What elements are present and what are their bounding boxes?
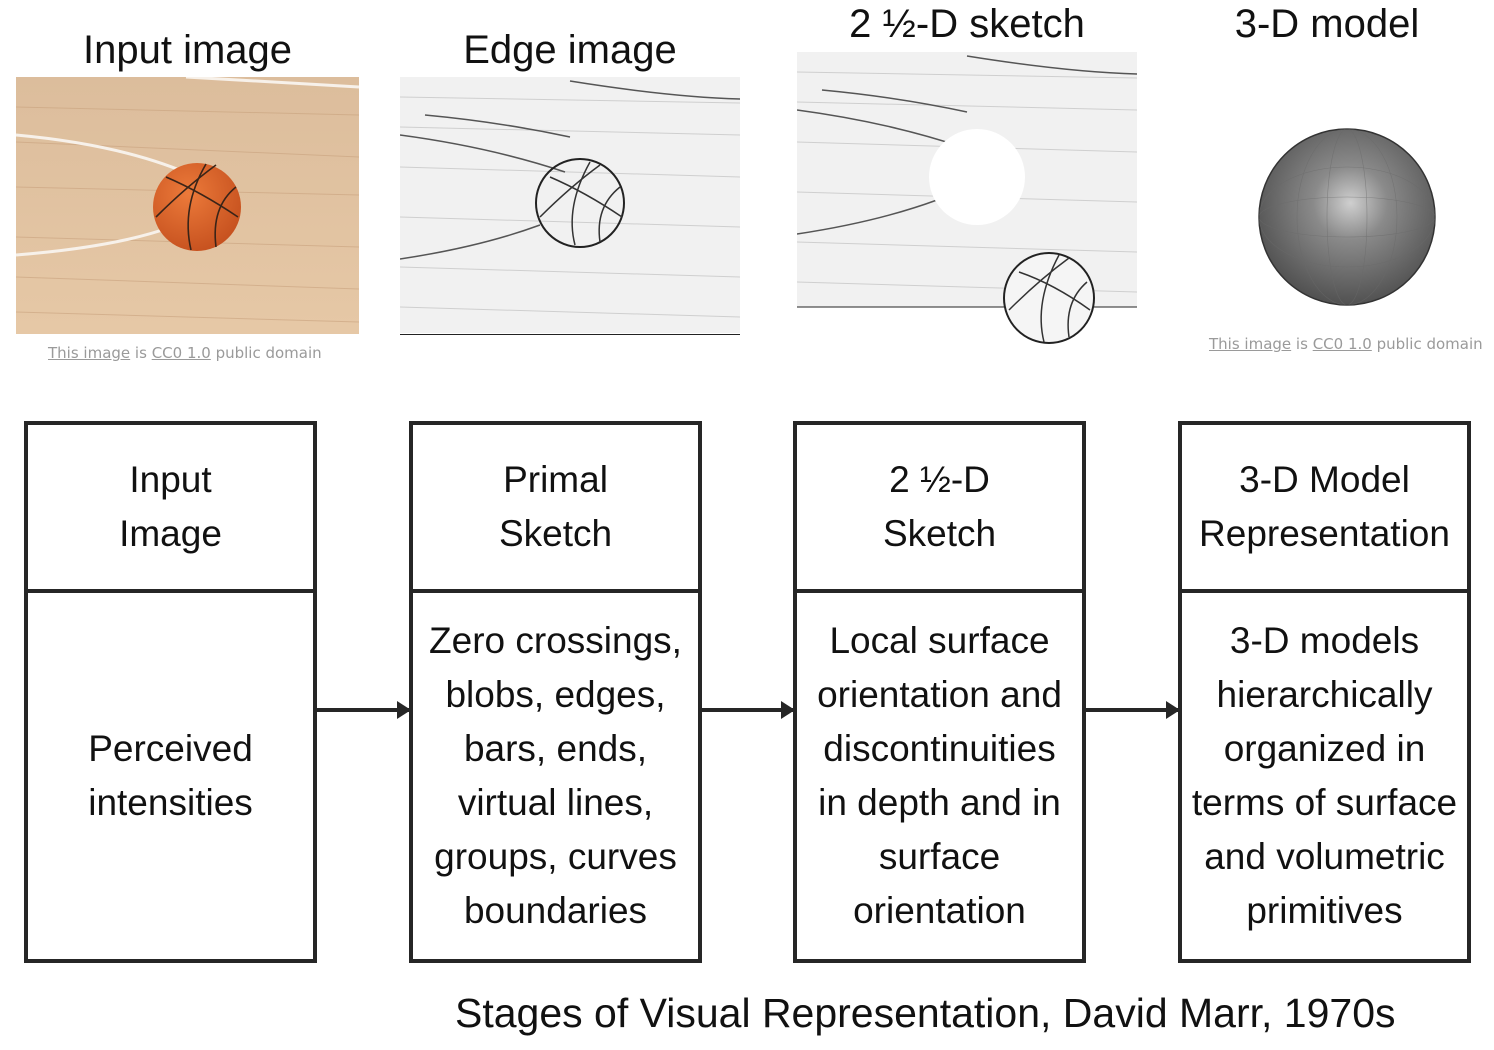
stage-header: 2 ½-D Sketch xyxy=(797,425,1082,593)
model-image xyxy=(1255,125,1440,310)
stage-primal-sketch: Primal Sketch Zero crossings, blobs, edg… xyxy=(409,421,702,963)
sphere-model xyxy=(1258,128,1436,306)
stage-title: Primal Sketch xyxy=(498,459,613,554)
stage-title: 3-D Model Representation xyxy=(1199,459,1450,554)
image-link[interactable]: This image xyxy=(1209,335,1292,353)
input-image-title: Input image xyxy=(82,28,293,72)
stage-title: Input Image xyxy=(119,459,222,554)
stage-input-image: Input Image Perceived intensities xyxy=(24,421,317,963)
stage-header: Input Image xyxy=(28,425,313,593)
edge-map xyxy=(400,77,740,333)
stage-title: 2 ½-D Sketch xyxy=(882,459,997,554)
edge-image xyxy=(400,77,740,335)
basketball-photo xyxy=(16,77,359,334)
stage-body: Zero crossings, blobs, edges, bars, ends… xyxy=(413,593,698,959)
arrow-icon xyxy=(1086,701,1180,719)
figure-caption: Stages of Visual Representation, David M… xyxy=(455,990,1396,1036)
stage-description: Zero crossings, blobs, edges, bars, ends… xyxy=(429,620,682,931)
model-image-credit: This image is CC0 1.0 public domain xyxy=(1209,335,1483,353)
model-title: 3-D model xyxy=(1234,2,1420,46)
arrow-icon xyxy=(702,701,795,719)
stage-body: 3-D models hierarchically organized in t… xyxy=(1182,593,1467,959)
stage-header: Primal Sketch xyxy=(413,425,698,593)
input-image-credit: This image is CC0 1.0 public domain xyxy=(48,344,322,362)
input-image-photo xyxy=(16,77,359,334)
arrow-icon xyxy=(317,701,411,719)
image-link[interactable]: This image xyxy=(48,344,131,362)
stage-description: 3-D models hierarchically organized in t… xyxy=(1191,620,1458,931)
sketch-map xyxy=(797,52,1137,344)
stage-body: Perceived intensities xyxy=(28,593,313,959)
stage-body: Local surface orientation and discontinu… xyxy=(797,593,1082,959)
stage-2half-d-sketch: 2 ½-D Sketch Local surface orientation a… xyxy=(793,421,1086,963)
license-link[interactable]: CC0 1.0 xyxy=(1312,335,1372,353)
license-link[interactable]: CC0 1.0 xyxy=(151,344,211,362)
edge-image-title: Edge image xyxy=(463,28,677,72)
stage-header: 3-D Model Representation xyxy=(1182,425,1467,593)
stage-description: Local surface orientation and discontinu… xyxy=(817,620,1062,931)
sketch-title: 2 ½-D sketch xyxy=(849,2,1085,46)
sketch-image xyxy=(797,52,1137,352)
stage-description: Perceived intensities xyxy=(88,728,253,823)
stage-3d-model: 3-D Model Representation 3-D models hier… xyxy=(1178,421,1471,963)
